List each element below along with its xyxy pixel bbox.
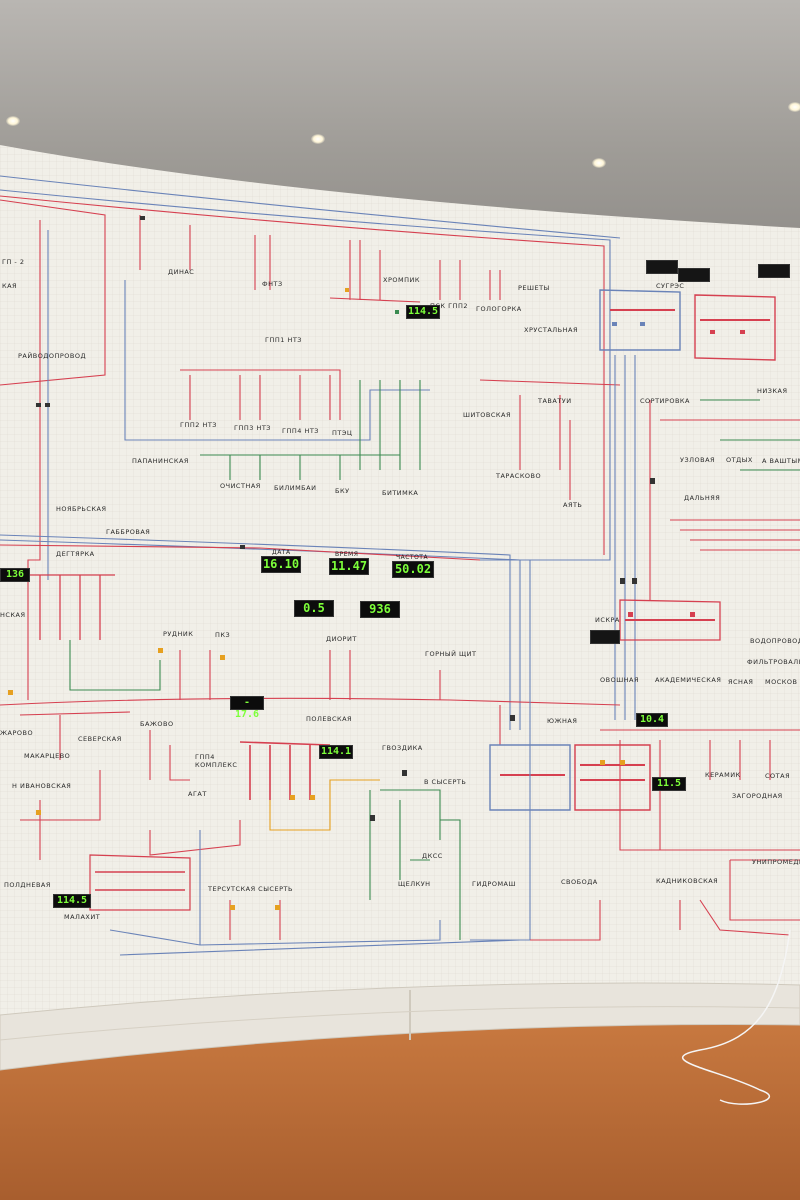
label-unipromed: УНИПРОМЕДЬ: [752, 858, 800, 866]
label-gvozdika: ГВОЗДИКА: [382, 744, 423, 752]
ceiling-light: [311, 134, 325, 144]
label-bilimbai: БИЛИМБАИ: [274, 484, 317, 492]
label-malakhit: МАЛАХИТ: [64, 913, 101, 921]
label-yasnaya: ЯСНАЯ: [728, 678, 754, 686]
label-otdykh: ОТДЫХ: [726, 456, 753, 464]
label-taraskovo: ТАРАСКОВО: [496, 472, 542, 480]
label-n-ivanovskaya: Н ИВАНОВСКАЯ: [12, 782, 72, 790]
label-gorny-shit: ГОРНЫЙ ЩИТ: [425, 650, 477, 658]
time-label: ВРЕМЯ: [335, 551, 359, 558]
blank-display: [646, 260, 678, 274]
label-bitimka: БИТИМКА: [382, 489, 419, 497]
label-dalnyaya: ДАЛЬНЯЯ: [684, 494, 721, 502]
label-rudnik: РУДНИК: [163, 630, 194, 638]
label-bku: БКУ: [335, 487, 350, 495]
label-iskra: ИСКРА: [595, 616, 620, 624]
label-gologorka: ГОЛОГОРКА: [476, 305, 522, 313]
label-tavatui: ТАВАТУИ: [538, 397, 572, 405]
p-value-display: 936: [360, 601, 400, 618]
date-label: ДАТА: [272, 549, 291, 556]
label-gp2: ГП - 2: [2, 258, 25, 266]
blank-display: [678, 268, 710, 282]
label-bazhovo: БАЖОВО: [140, 720, 174, 728]
label-yuzhnaya: ЮЖНАЯ: [547, 717, 578, 725]
label-shchelkun: ЩЕЛКУН: [398, 880, 431, 888]
label-gpp-gpp: ПСК ГПП2: [430, 302, 468, 310]
ceiling-light: [788, 102, 800, 112]
ceiling-light: [6, 116, 20, 126]
label-surgres: СУГРЭС: [656, 282, 685, 290]
time-display: 11.47: [329, 558, 369, 575]
label-makartsevo: МАКАРЦЕВО: [24, 752, 71, 760]
label-v-sysert: В СЫСЕРТЬ: [424, 778, 467, 786]
label-polevskaya: ПОЛЕВСКАЯ: [306, 715, 353, 723]
label-inskaya: НСКАЯ: [0, 611, 26, 619]
label-gpp4-ntz: ГПП4 НТЗ: [282, 427, 319, 435]
khrompik-value-display: 114.5: [406, 305, 440, 319]
label-vashtym: А ВАШТЫМ: [762, 457, 800, 465]
frequency-label: ЧАСТОТА: [396, 554, 429, 561]
frequency-display: 50.02: [392, 561, 434, 578]
label-ayat: АЯТЬ: [563, 501, 583, 509]
label-degtyarka: ДЕГТЯРКА: [56, 550, 95, 558]
label-ptets: ПТЭЦ: [332, 429, 353, 437]
label-agat: АГАТ: [188, 790, 207, 798]
polevskaya-value-display: 114.1: [319, 745, 353, 759]
label-uzlovaya: УЗЛОВАЯ: [680, 456, 716, 464]
label-kadnikovskaya: КАДНИКОВСКАЯ: [656, 877, 719, 885]
label-dkss: ДКСС: [422, 852, 443, 860]
label-gidromash: ГИДРОМАШ: [472, 880, 516, 888]
label-gpp1-ntz: ГПП1 НТЗ: [265, 336, 302, 344]
bazhovo-value-display: - 17.6: [230, 696, 264, 720]
label-khrustalnaya: ХРУСТАЛЬНАЯ: [524, 326, 578, 334]
label-rayvodoprovod: РАЙВОДОПРОВОД: [18, 352, 87, 360]
label-noyabrskaya: НОЯБРЬСКАЯ: [56, 505, 107, 513]
label-zagorodnaya: ЗАГОРОДНАЯ: [732, 792, 783, 800]
blank-display: [758, 264, 790, 278]
label-gabbrovaya: ГАББРОВАЯ: [106, 528, 151, 536]
label-tersutskaya: ТЕРСУТСКАЯ СЫСЕРТЬ: [208, 885, 293, 893]
label-kaya: КАЯ: [2, 282, 18, 290]
label-filtrovalnaya: ФИЛЬТРОВАЛЬ: [747, 658, 800, 666]
blank-display: [590, 630, 620, 644]
label-gpp4-kompleks: ГПП4 КОМПЛЕКС: [195, 753, 238, 769]
label-shitovskaya: ШИТОВСКАЯ: [463, 411, 511, 419]
ceiling-light: [592, 158, 606, 168]
label-reshety: РЕШЕТЫ: [518, 284, 550, 292]
label-pkz: ПКЗ: [215, 631, 231, 639]
label-fntz: ФНТЗ: [262, 280, 283, 288]
date-display: 16.10: [261, 556, 301, 573]
t-value-display: 0.5: [294, 600, 334, 617]
floor-cable: [681, 929, 791, 1105]
label-gpp2-ntz: ГПП2 НТЗ: [180, 421, 217, 429]
degtyarka-value-display: 136: [0, 568, 30, 582]
label-svoboda: СВОБОДА: [561, 878, 598, 886]
label-oshnaya: ОВОШНАЯ: [600, 676, 639, 684]
label-papaninskaya: ПАПАНИНСКАЯ: [132, 457, 189, 465]
zagorodnaya-value-display: 11.5: [652, 777, 686, 791]
label-moskovskaya: МОСКОВ: [765, 678, 798, 686]
label-sortirovka: СОРТИРОВКА: [640, 397, 690, 405]
yuzhnaya-value-display: 10.4: [636, 713, 668, 727]
label-severskaya: СЕВЕРСКАЯ: [78, 735, 122, 743]
label-gpp3-ntz: ГПП3 НТЗ: [234, 424, 271, 432]
label-ochistnaya: ОЧИСТНАЯ: [220, 482, 261, 490]
label-zharovo: ЖАРОВО: [0, 729, 34, 737]
label-vodoprovod: ВОДОПРОВОД: [750, 637, 800, 645]
label-nizkaya: НИЗКАЯ: [757, 387, 788, 395]
label-keramik: КЕРАМИК: [705, 771, 741, 779]
label-diorit: ДИОРИТ: [326, 635, 357, 643]
label-khrompik: ХРОМПИК: [383, 276, 420, 284]
wall-base-panel: [0, 982, 800, 1071]
label-akademicheskaya: АКАДЕМИЧЕСКАЯ: [655, 676, 722, 684]
label-poldnevaya: ПОЛДНЕВАЯ: [4, 881, 51, 889]
label-dinas: ДИНАС: [168, 268, 195, 276]
malakhit-value-display: 114.5: [53, 894, 91, 908]
label-sotaya: СОТАЯ: [765, 772, 791, 780]
